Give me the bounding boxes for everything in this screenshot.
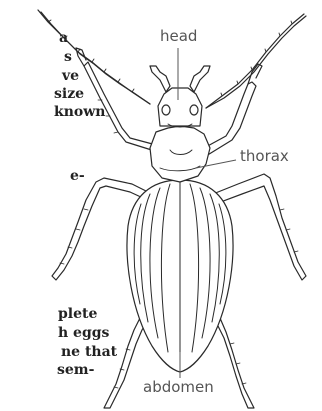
thorax-body [150, 126, 210, 182]
thorax-label: thorax [240, 147, 289, 165]
front-left-leg [76, 48, 160, 152]
front-right-leg [204, 64, 262, 156]
right-antenna [206, 14, 306, 108]
abdomen-body [127, 180, 233, 372]
left-antenna [38, 10, 150, 104]
head-label: head [160, 27, 197, 45]
head-body [158, 88, 202, 127]
abdomen-label: abdomen [143, 378, 214, 396]
